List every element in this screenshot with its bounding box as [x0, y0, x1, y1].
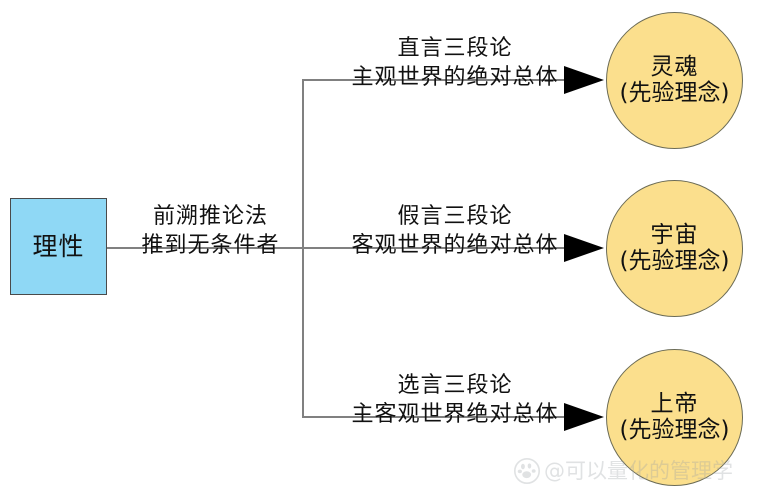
target-node-cosmos-line1: 宇宙 [650, 221, 699, 248]
target-node-god-line2: (先验理念) [619, 416, 730, 443]
arrowhead-2 [564, 234, 604, 262]
edge-label-branch-soul-line2: 主观世界的绝对总体 [351, 65, 559, 91]
edge-label-branch-cosmos-line1: 假言三段论 [397, 204, 513, 229]
edge-label-branch-god-line2: 主客观世界绝对总体 [351, 402, 559, 428]
watermark: @可以量化的管理学 [514, 458, 733, 484]
target-node-god-line1: 上帝 [650, 390, 699, 417]
source-node-reason: 理性 [10, 198, 107, 295]
target-node-soul-line1: 灵魂 [650, 53, 699, 80]
edge-label-stem-line1: 前溯推论法 [152, 204, 268, 229]
watermark-text: @可以量化的管理学 [544, 458, 733, 483]
edge-label-branch-soul-line1: 直言三段论 [397, 36, 513, 61]
edge-label-branch-soul: 直言三段论 主观世界的绝对总体 [320, 37, 590, 89]
target-node-cosmos-line2: (先验理念) [619, 247, 730, 274]
target-node-god: 上帝 (先验理念) [606, 349, 743, 486]
target-node-soul: 灵魂 (先验理念) [606, 12, 743, 149]
arrowhead-1 [564, 66, 604, 94]
edge-label-stem-line2: 推到无条件者 [141, 233, 280, 259]
edge-label-branch-god: 选言三段论 主客观世界绝对总体 [320, 374, 590, 426]
edge-label-branch-cosmos: 假言三段论 客观世界的绝对总体 [320, 205, 590, 257]
edge-label-branch-god-line1: 选言三段论 [397, 373, 513, 398]
target-node-soul-line2: (先验理念) [619, 79, 730, 106]
edge-label-branch-cosmos-line2: 客观世界的绝对总体 [351, 233, 559, 259]
edge-label-stem: 前溯推论法 推到无条件者 [118, 205, 303, 257]
source-node-label: 理性 [32, 232, 85, 261]
target-node-cosmos: 宇宙 (先验理念) [606, 180, 743, 317]
arrowhead-3 [564, 403, 604, 431]
baidu-paw-icon [514, 458, 540, 484]
